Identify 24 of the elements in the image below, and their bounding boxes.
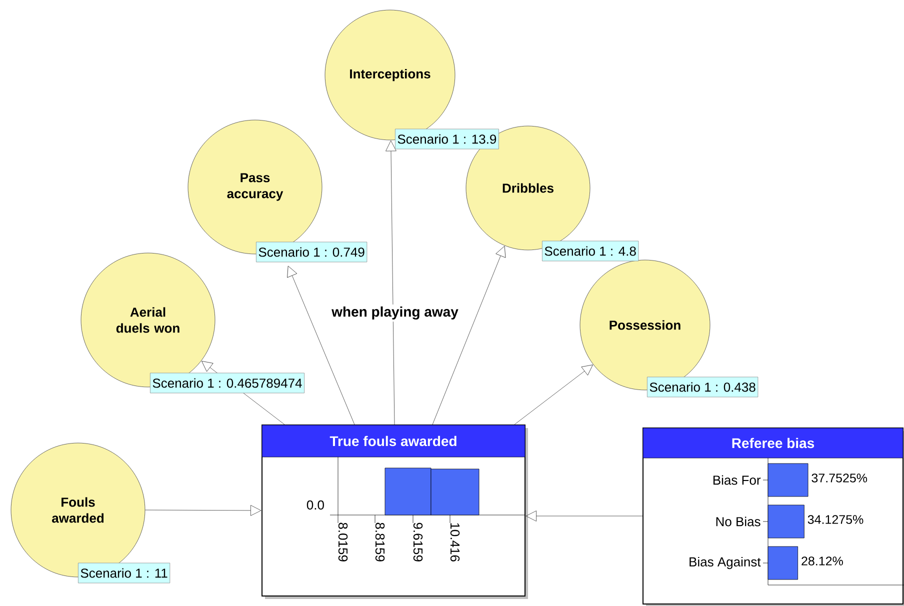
value-label: 34.1275% [808,515,864,524]
arrow [526,510,643,522]
value-tag: Scenario 1 : 13.9 [395,128,499,150]
arrow [145,505,262,516]
category-label: Bias Against [690,556,761,570]
value-label: 28.12% [802,556,843,566]
tick-label: 8.0159 [338,522,348,562]
arrow [514,364,593,425]
arrow [287,266,355,425]
value-label: 37.7525% [812,474,868,482]
value-tag: Scenario 1 : 11 [78,562,170,584]
tick-label: 10.416 [450,523,460,562]
value-tag: Scenario 1 : 0.465789474 [150,372,304,394]
axis-value: 0.0 [306,500,324,510]
tick-label: 8.8159 [375,522,385,562]
arrow [432,246,506,425]
arrow [386,140,396,425]
category-label: Bias For [713,475,761,485]
value-tag: Scenario 1 : 4.8 [542,240,639,262]
value-tag: Scenario 1 : 0.749 [256,242,368,262]
category-label: No Bias [716,516,760,526]
value-tag: Scenario 1 : 0.438 [647,376,758,398]
tick-label: 9.6159 [413,522,423,562]
diagram-label: when playing away [330,304,460,322]
